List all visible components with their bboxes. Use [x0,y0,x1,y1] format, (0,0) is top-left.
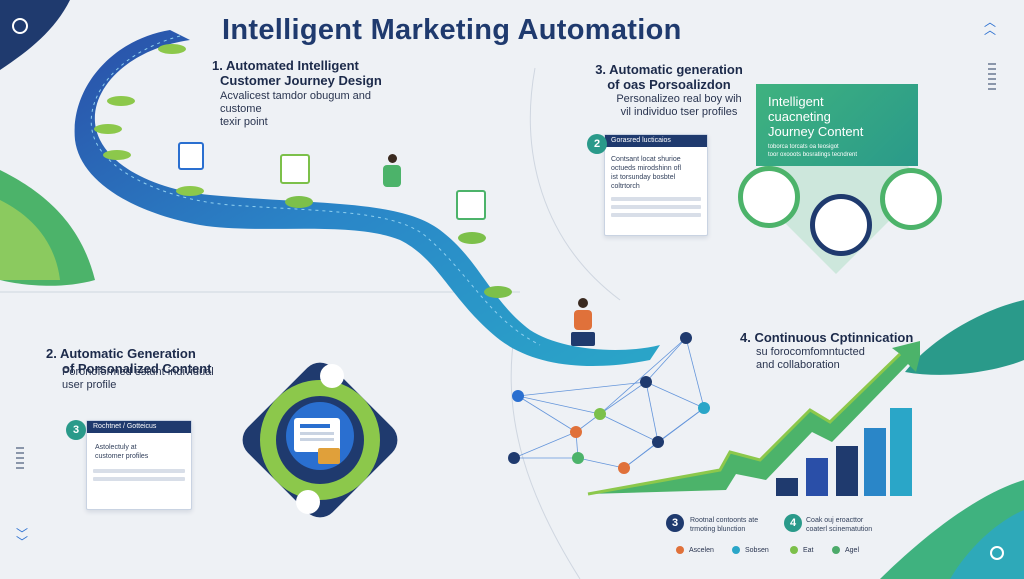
legend-item: Eat [790,546,814,554]
milestone-dot[interactable] [176,186,204,196]
step3-card[interactable]: Gorasred lucticaios Contsant locat shuri… [604,134,708,236]
legend-text-4: Coak ouj eroacttor coaterl scinematution [806,517,873,533]
step2-number-badge: 3 [66,420,86,440]
side-marks [988,60,996,93]
flask-icon [12,18,28,34]
step1-heading: 1. Automated Intelligent Customer Journe… [212,58,382,88]
legend-dot-icon [732,546,740,554]
milestone-dot[interactable] [458,232,486,244]
step2-heading: 2. Automatic Generation of Porsonalized … [46,346,212,376]
card-header: Gorasred lucticaios [605,135,707,147]
document-icon [456,190,486,220]
legend-badge-4: 4 [784,514,802,532]
step2-body: Poronoformed estunt individual user prof… [62,366,214,391]
milestone-dot[interactable] [103,150,131,160]
card-text: Contsant locat shurioe octueds mirodshin… [611,156,682,190]
signpost-icon [178,142,204,170]
milestone-dot[interactable] [158,44,186,54]
milestone-dot[interactable] [94,124,122,134]
side-marks-left [16,444,24,472]
journey-content-panel: Intelligent cuacneting Journey Content t… [756,84,918,166]
step3-body: Personalizeo real boy wih vil individuo … [616,93,742,118]
brain-bulb-icon [810,194,872,256]
chevron-up-icon[interactable]: ︿︿ [984,15,997,37]
content-generation-diamond [242,362,398,518]
growth-chart [587,341,920,496]
page-title: Intelligent Marketing Automation [222,14,682,46]
step2-card[interactable]: Rochtnet / Gotteicus Astolectuly at cust… [86,420,192,510]
person-icon [738,166,800,228]
network-graph [508,332,710,474]
step3-number-badge: 2 [587,134,607,154]
legend-dot-icon [676,546,684,554]
people-figure-icon [380,154,404,190]
card-header: Rochtnet / Gotteicus [87,421,191,433]
chart-document-icon [880,168,942,230]
gear-icon [990,546,1004,560]
step4-heading: 4. Continuous Cptinnication [740,330,914,345]
legend-dot-icon [832,546,840,554]
person-laptop-icon [568,298,598,352]
step1-body: Acvalicest tamdor obugum and custome tex… [220,90,372,128]
step3-heading: 3. Automatic generation of oas Porsoaliz… [595,62,743,92]
legend-item: Sobsen [732,546,769,554]
legend-badge-3: 3 [666,514,684,532]
legend-item: Agel [832,546,859,554]
milestone-dot[interactable] [107,96,135,106]
milestone-dot[interactable] [285,196,313,208]
milestone-dot[interactable] [484,286,512,298]
legend-item: Ascelen [676,546,714,554]
chevron-down-icon[interactable]: ﹀﹀ [16,527,29,549]
document-icon [280,154,310,184]
card-text: Astolectuly at customer profiles [95,444,149,460]
step4-body: su forocomfomntucted and collaboration [756,346,865,371]
legend-dot-icon [790,546,798,554]
legend-text-3: Rootnal contoonts ate trmoting blunction [690,517,759,533]
